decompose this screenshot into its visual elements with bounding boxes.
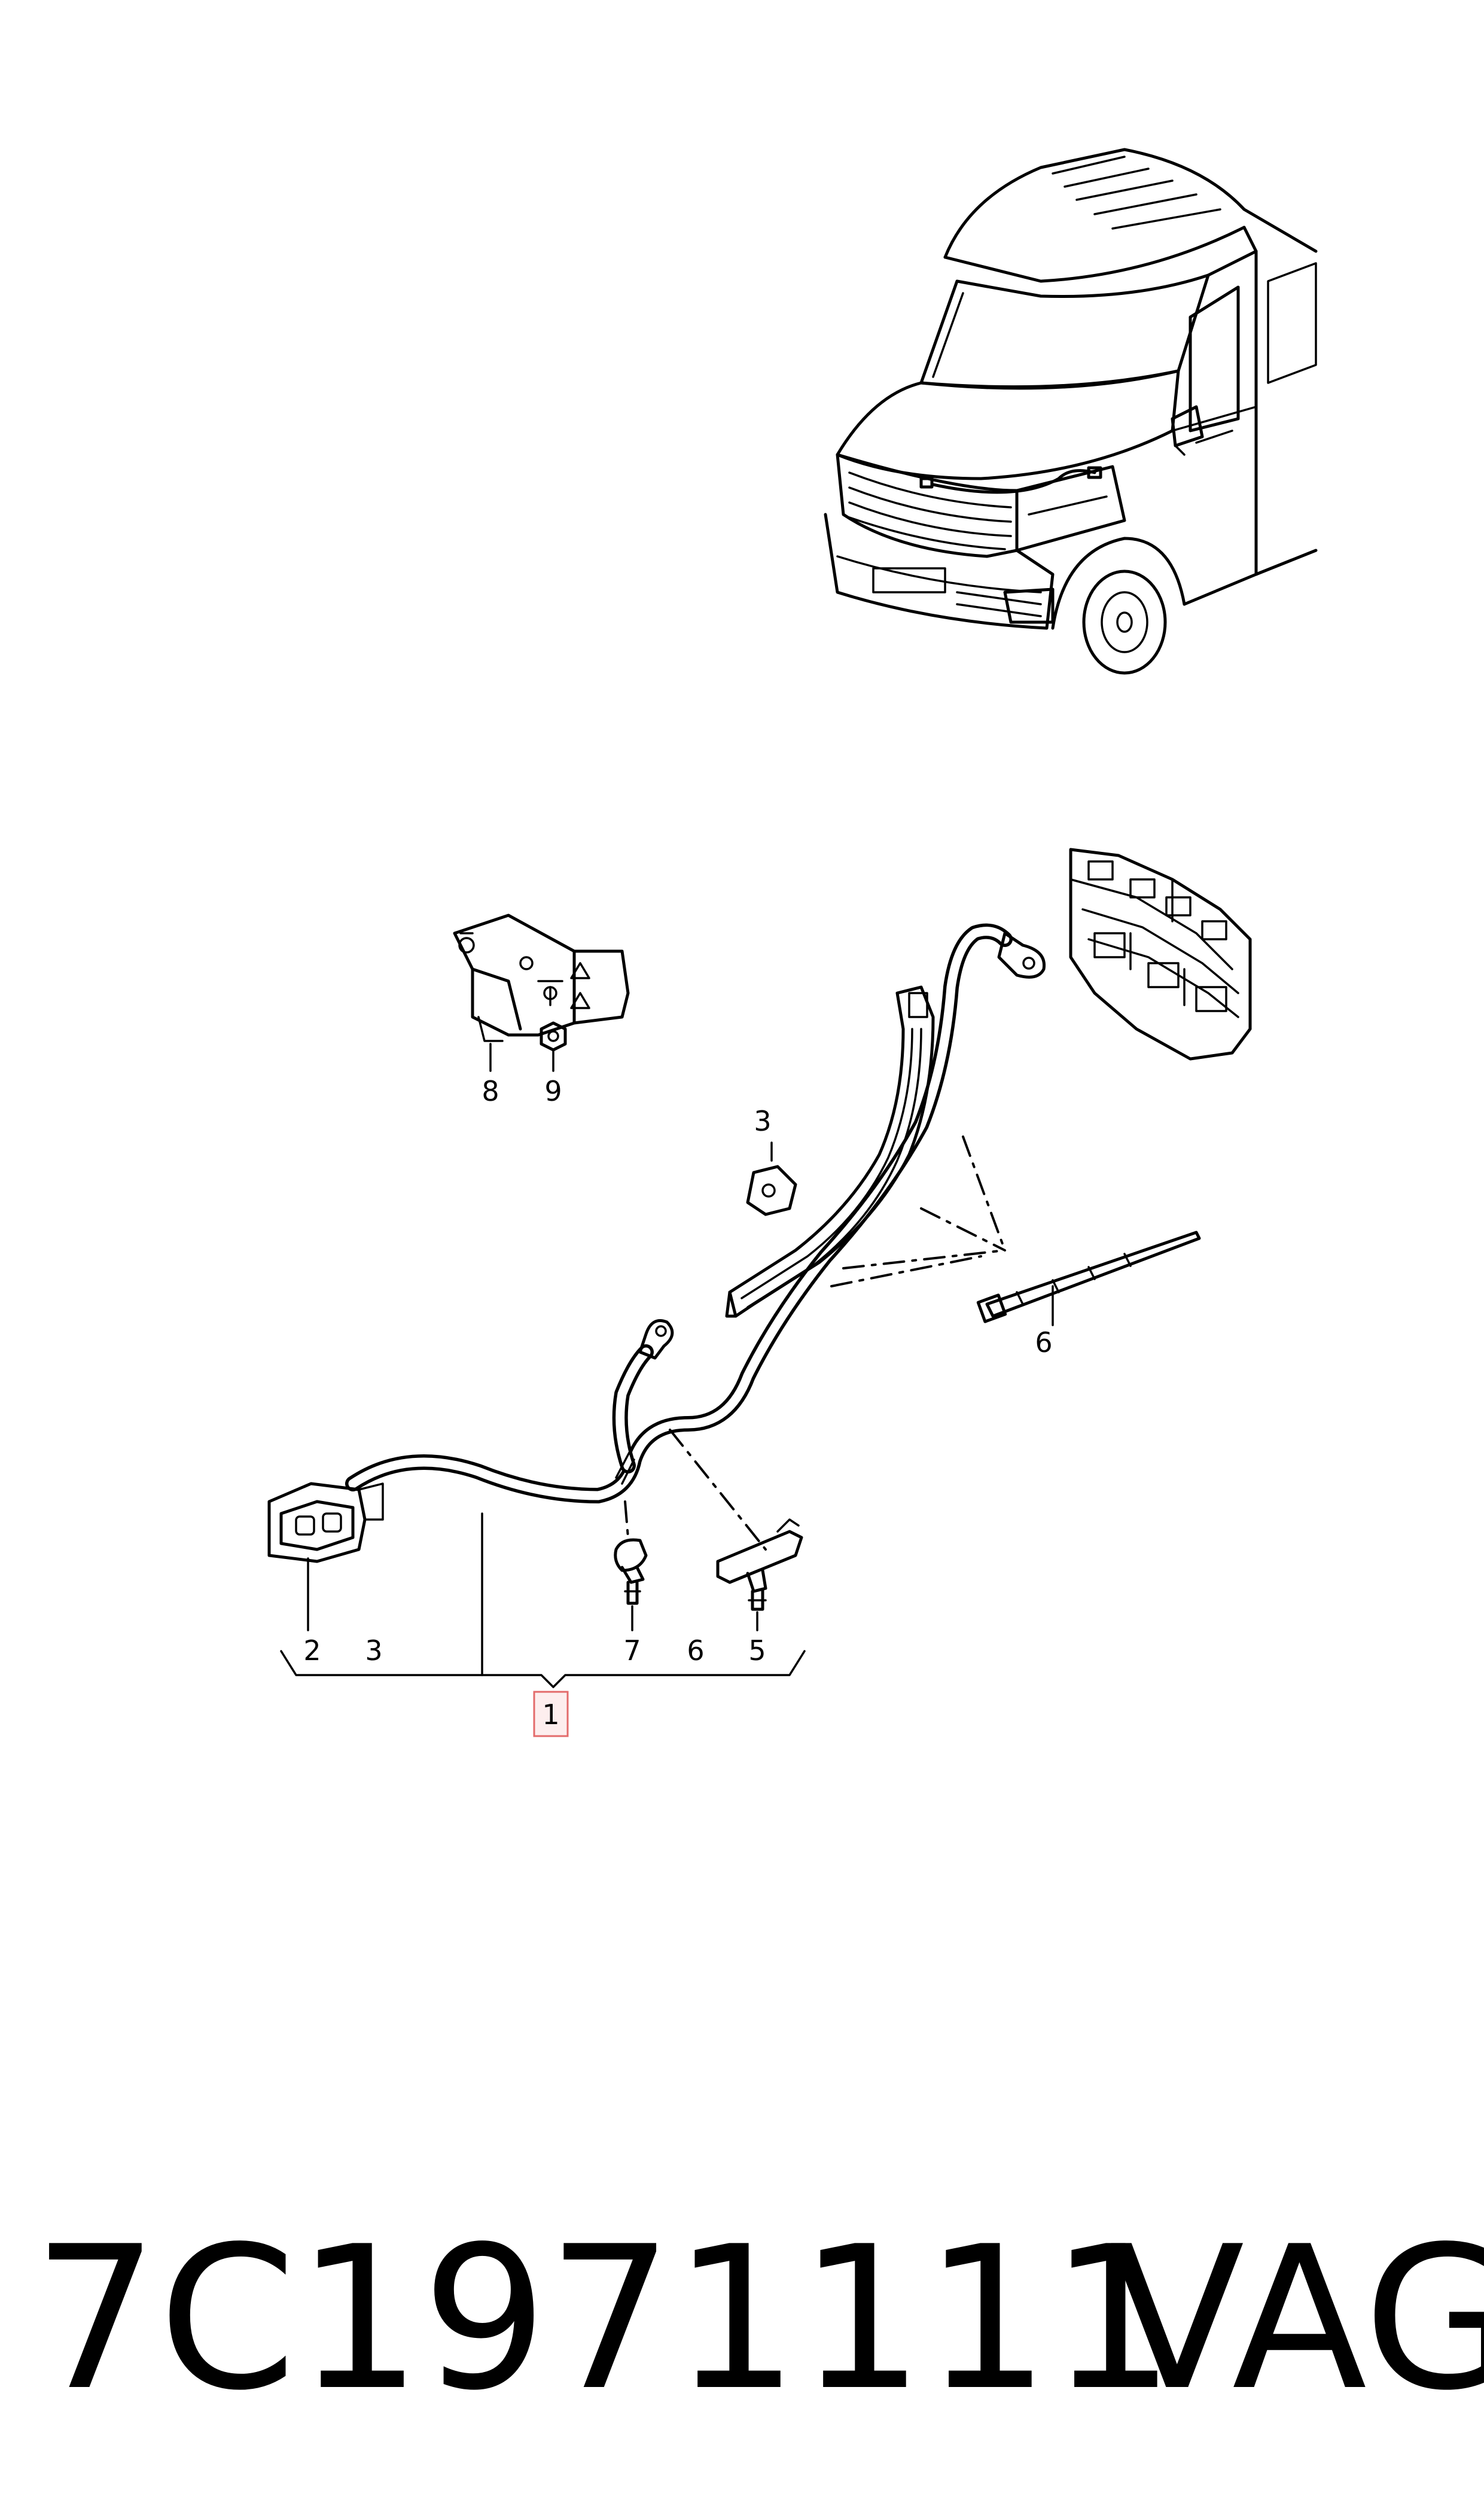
clip-part-5 [716,1518,803,1611]
callout-3-top: 3 [754,1105,771,1137]
bracket-part-8 [453,914,630,1042]
reference-line [962,1135,1006,1252]
cable-guide-part-3 [725,985,935,1318]
fuse-box [1069,848,1252,1061]
reference-line [624,1500,629,1539]
callout-9: 9 [544,1075,562,1107]
reference-line [669,1429,767,1551]
connector-part-2 [267,1482,384,1563]
callout-6-right: 6 [1035,1326,1052,1359]
cable-tie-part-6 [976,1231,1201,1323]
reference-line [842,1249,1006,1269]
battery-cable-part-1 [345,923,1046,1503]
callout-3-left: 3 [365,1634,382,1667]
callout-1-highlight [533,1691,569,1737]
van-illustration [824,148,1318,675]
clip-part-7 [614,1538,648,1605]
callout-2: 2 [303,1634,321,1667]
nut-part-9 [540,1021,567,1052]
callout-1: 1 [542,1698,559,1731]
callout-6-bottom: 6 [687,1634,704,1667]
reference-line [830,1255,982,1287]
callout-7: 7 [623,1634,641,1667]
reference-line [920,1207,1006,1252]
callout-5: 5 [748,1634,766,1667]
group-bracket [280,1650,806,1688]
part-number: 7C1971111 [33,2204,1175,2434]
brand-label: VAG [1110,2204,1484,2434]
callout-8: 8 [482,1075,499,1107]
